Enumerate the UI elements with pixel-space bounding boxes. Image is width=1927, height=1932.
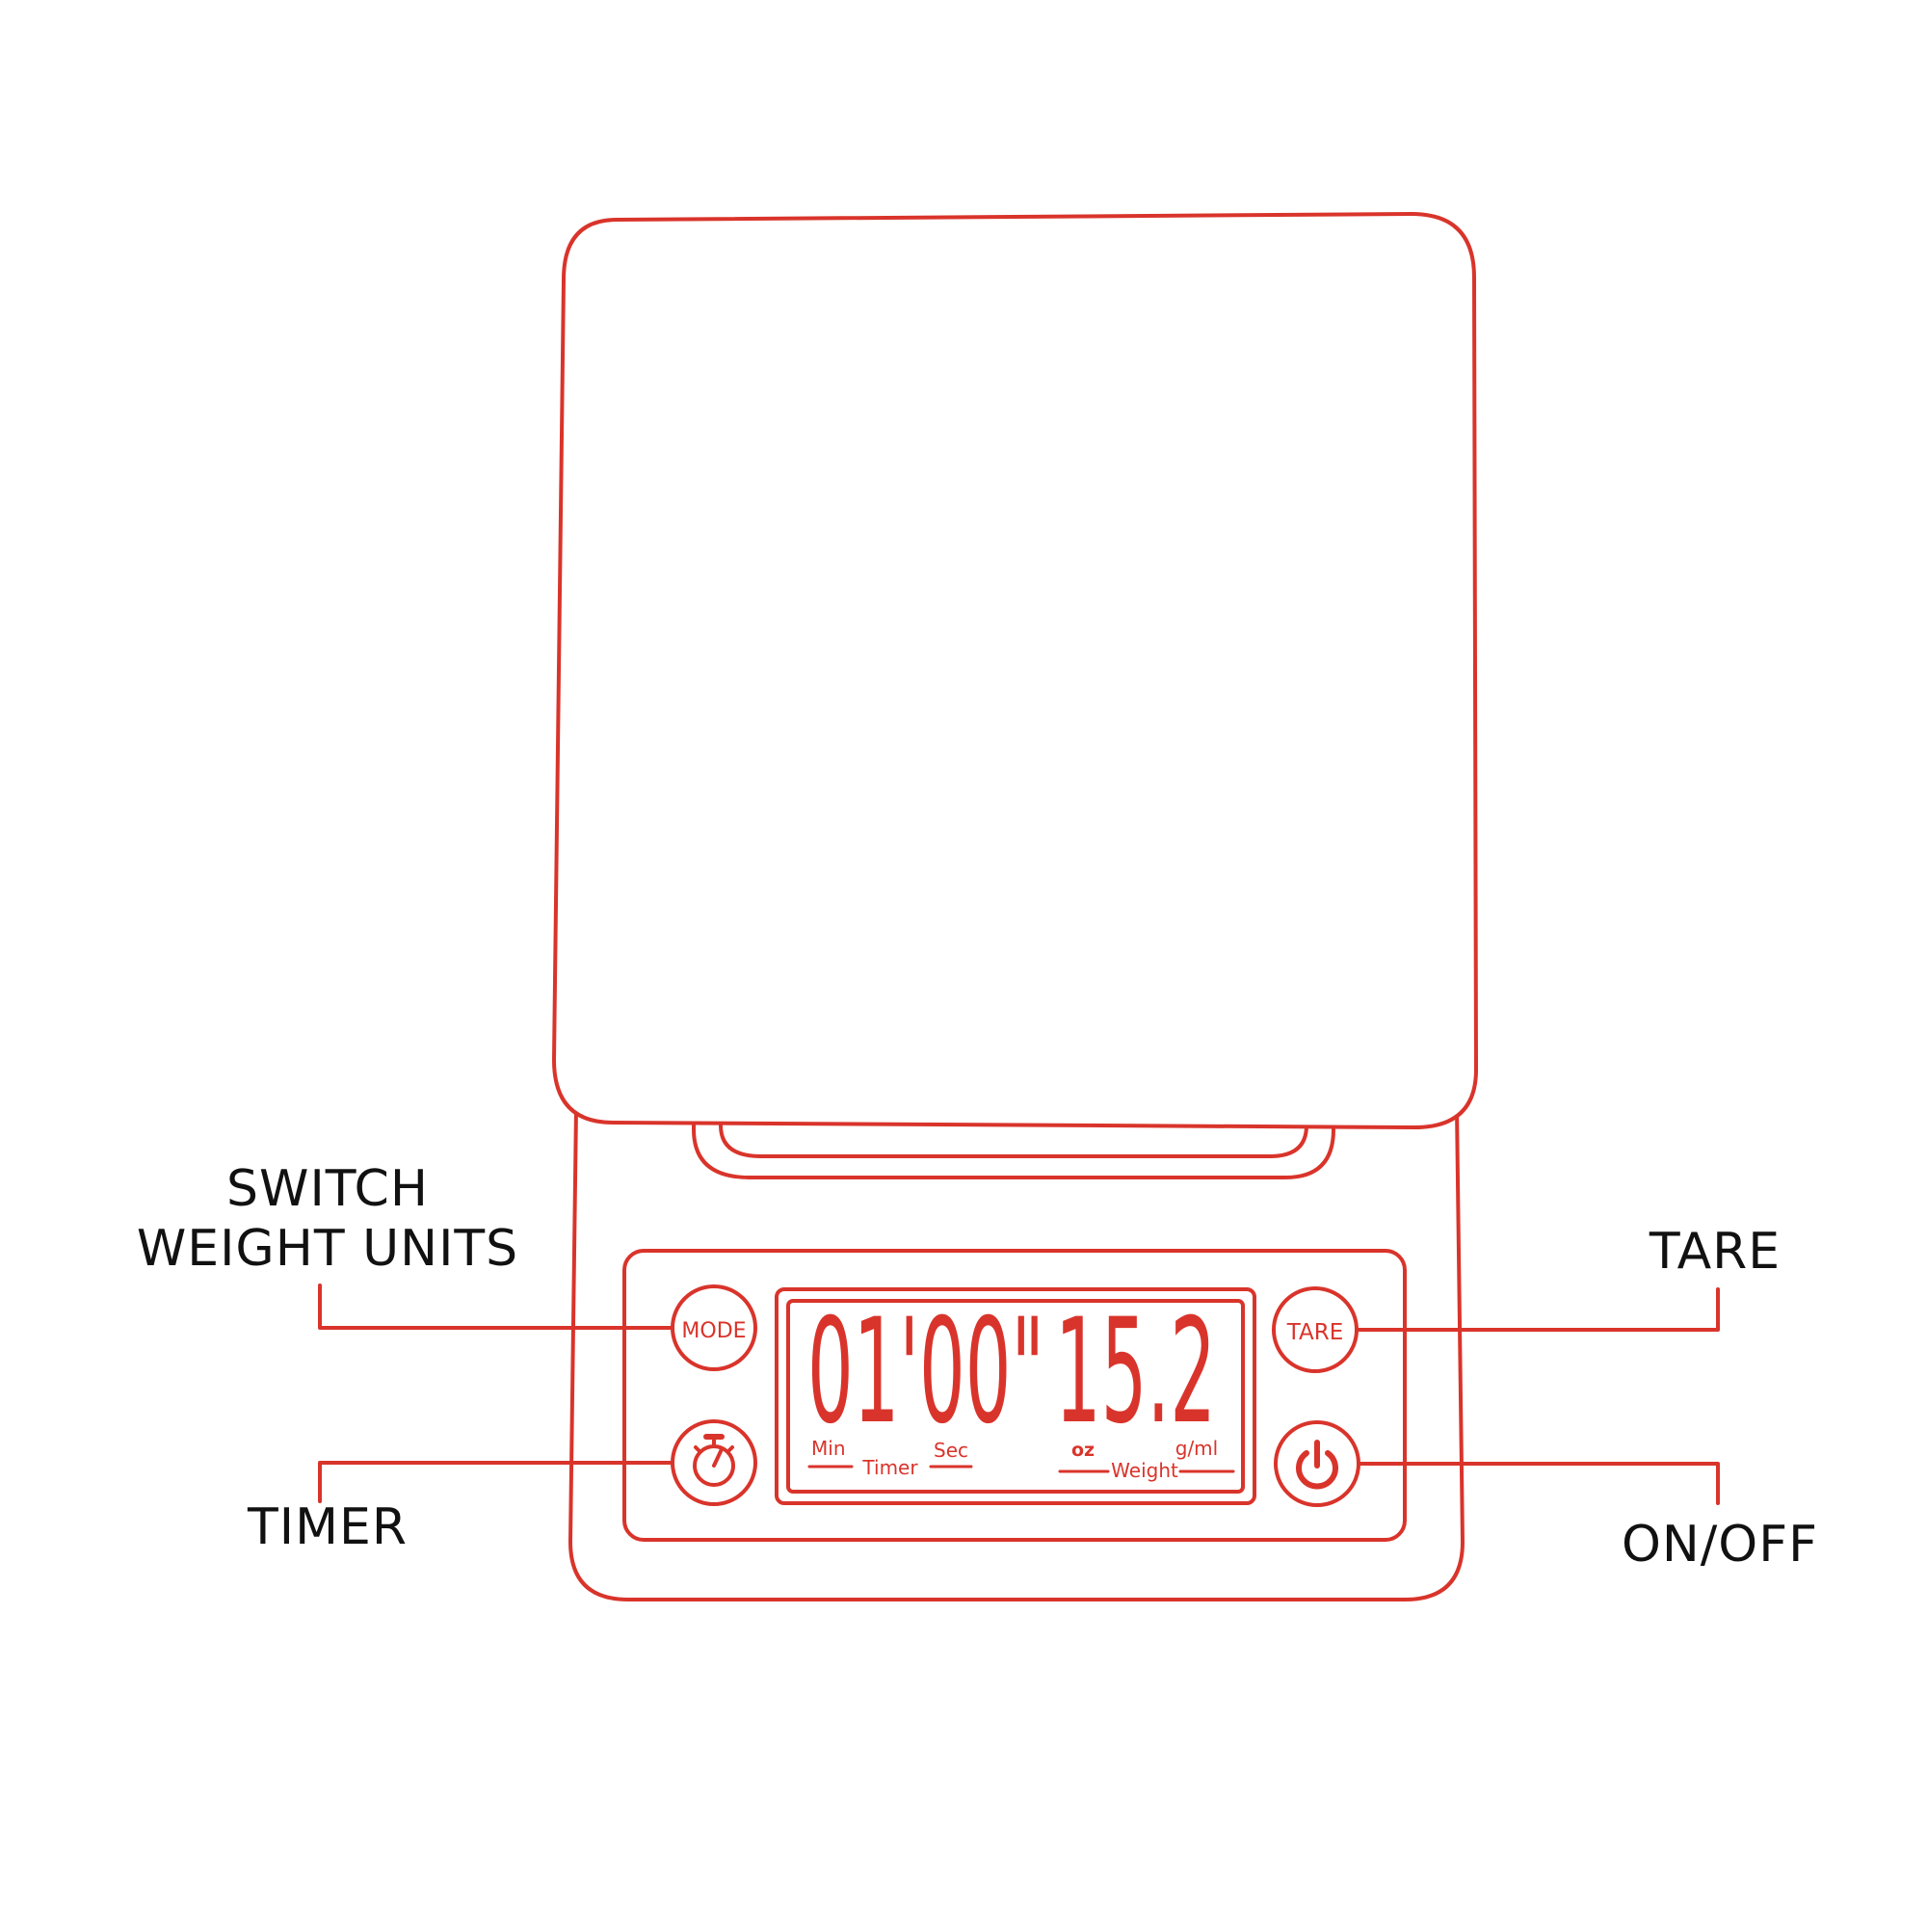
oz-label: oz bbox=[1071, 1440, 1095, 1461]
tare-button-label: TARE bbox=[1286, 1320, 1344, 1345]
callout-on-off-label: ON/OFF bbox=[1621, 1516, 1819, 1574]
callout-timer: TIMER bbox=[202, 1497, 453, 1557]
power-icon bbox=[1296, 1440, 1338, 1490]
control-panel bbox=[622, 1249, 1407, 1542]
timer-label: Timer bbox=[861, 1456, 918, 1479]
weight-readout: 15.2 bbox=[1055, 1287, 1216, 1456]
timer-readout: 01'00" bbox=[807, 1287, 1044, 1456]
callout-on-off: ON/OFF bbox=[1580, 1515, 1860, 1575]
lcd-screen bbox=[786, 1299, 1245, 1494]
weight-label: Weight bbox=[1111, 1459, 1178, 1482]
callout-tare-label: TARE bbox=[1649, 1223, 1782, 1281]
callout-switch-line2: WEIGHT UNITS bbox=[136, 1220, 519, 1278]
leader-timer bbox=[318, 1461, 674, 1503]
leader-on-off bbox=[1357, 1462, 1720, 1505]
gml-label: g/ml bbox=[1175, 1437, 1218, 1460]
platform-bracket-outer bbox=[692, 1121, 1335, 1179]
platform-bracket-inner bbox=[719, 1124, 1308, 1158]
callout-tare: TARE bbox=[1599, 1222, 1831, 1282]
mode-button-label: MODE bbox=[681, 1319, 746, 1343]
leader-switch-units bbox=[318, 1284, 674, 1330]
callout-switch-weight-units: SWITCH WEIGHT UNITS bbox=[125, 1159, 530, 1279]
scale-base bbox=[568, 1106, 1465, 1601]
lcd-frame bbox=[775, 1287, 1256, 1505]
callout-timer-label: TIMER bbox=[248, 1498, 408, 1556]
weighing-platform bbox=[552, 212, 1478, 1129]
stopwatch-icon bbox=[693, 1434, 735, 1487]
callout-switch-line1: SWITCH bbox=[226, 1160, 429, 1218]
sec-label: Sec bbox=[934, 1439, 968, 1462]
leader-tare bbox=[1355, 1287, 1720, 1332]
min-label: Min bbox=[811, 1437, 846, 1460]
